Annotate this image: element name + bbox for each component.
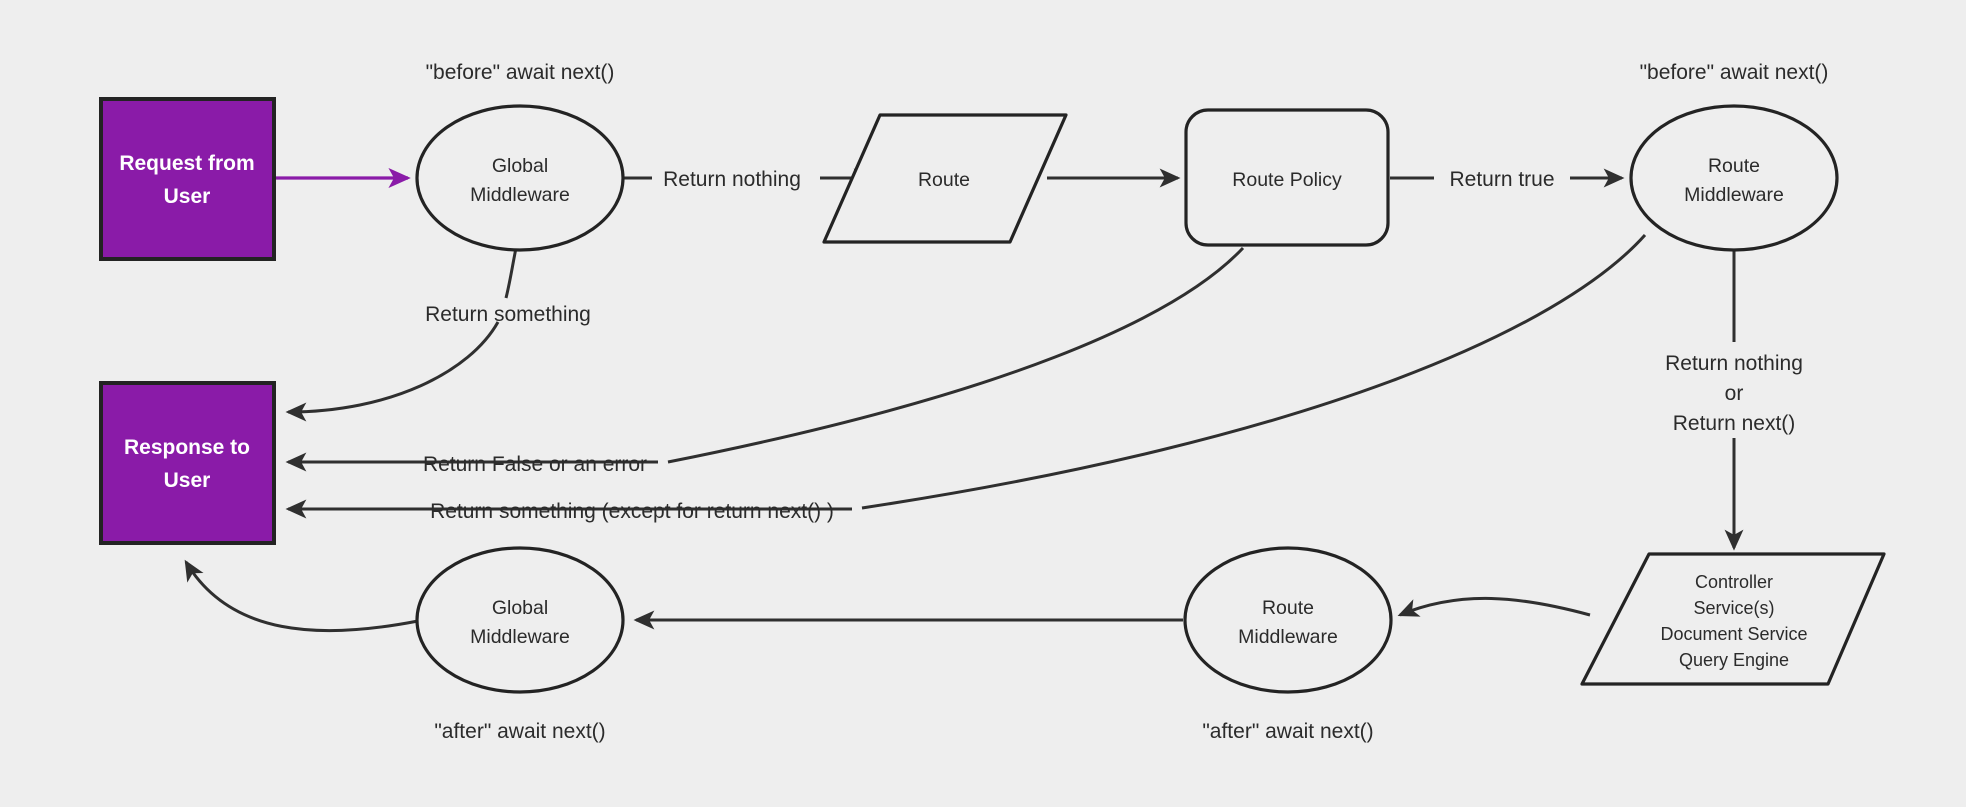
edge-global-middleware-to-response: [285, 321, 500, 422]
edge-label-return-nothing: Return nothing: [663, 168, 801, 191]
edge-label-return-something-except-next: Return something (except for return next…: [430, 500, 834, 523]
node-controller-services[interactable]: [1580, 552, 1886, 686]
node-request-label-line2: User: [164, 185, 211, 208]
node-request-label-line1: Request from: [119, 152, 254, 175]
edge-route-policy-to-response-curve: [667, 246, 1245, 464]
edge-global-middleware-bottom-to-response: [184, 559, 419, 633]
edge-label-return-false-or-error: Return False or an error: [423, 453, 647, 476]
node-handler-label-line1: Controller: [1695, 572, 1773, 592]
node-route-policy[interactable]: [1184, 108, 1390, 247]
node-route-middleware-top-label-line1: Route: [1708, 155, 1760, 177]
edge-label-return-true: Return true: [1449, 168, 1554, 191]
node-handler-label-line2: Service(s): [1693, 598, 1774, 618]
node-handler-label-line4: Query Engine: [1679, 650, 1789, 670]
edge-handler-to-route-middleware-bottom: [1397, 596, 1591, 617]
node-route-middleware-bottom[interactable]: [1183, 546, 1393, 694]
node-global-middleware-top[interactable]: [415, 104, 625, 252]
edge-label-return-nothing-or-next-line1: Return nothing: [1665, 352, 1803, 375]
node-global-middleware-bottom-label-line1: Global: [492, 597, 548, 619]
node-route-middleware-top-label-line2: Middleware: [1684, 184, 1784, 206]
edge-route-middleware-to-response-curve: [861, 233, 1647, 510]
annotation-after-await-next-route-middleware: "after" await next(): [1202, 720, 1373, 743]
annotation-after-await-next-global: "after" await next(): [434, 720, 605, 743]
node-route-middleware-top[interactable]: [1629, 104, 1839, 252]
annotation-before-await-next-global: "before" await next(): [426, 61, 615, 84]
edge-global-middleware-return-stub: [504, 247, 518, 299]
node-response-label-line1: Response to: [124, 436, 250, 459]
node-response-label-line2: User: [164, 469, 211, 492]
node-route-label: Route: [918, 169, 970, 191]
node-global-middleware-bottom[interactable]: [415, 546, 625, 694]
edge-label-return-something: Return something: [425, 303, 591, 326]
node-route-policy-label: Route Policy: [1232, 169, 1342, 191]
edge-label-return-nothing-or-next-line2: or: [1725, 382, 1744, 405]
node-route-middleware-bottom-label-line1: Route: [1262, 597, 1314, 619]
node-route-middleware-bottom-label-line2: Middleware: [1238, 626, 1338, 648]
node-global-middleware-top-label-line2: Middleware: [470, 184, 570, 206]
node-handler-label-line3: Document Service: [1660, 624, 1807, 644]
annotation-before-await-next-route-middleware: "before" await next(): [1640, 61, 1829, 84]
edge-label-return-nothing-or-next-line3: Return next(): [1673, 412, 1796, 435]
node-response-to-user[interactable]: [99, 381, 276, 545]
node-global-middleware-top-label-line1: Global: [492, 155, 548, 177]
node-global-middleware-bottom-label-line2: Middleware: [470, 626, 570, 648]
node-request-from-user[interactable]: [99, 97, 276, 261]
node-route[interactable]: [822, 113, 1068, 244]
